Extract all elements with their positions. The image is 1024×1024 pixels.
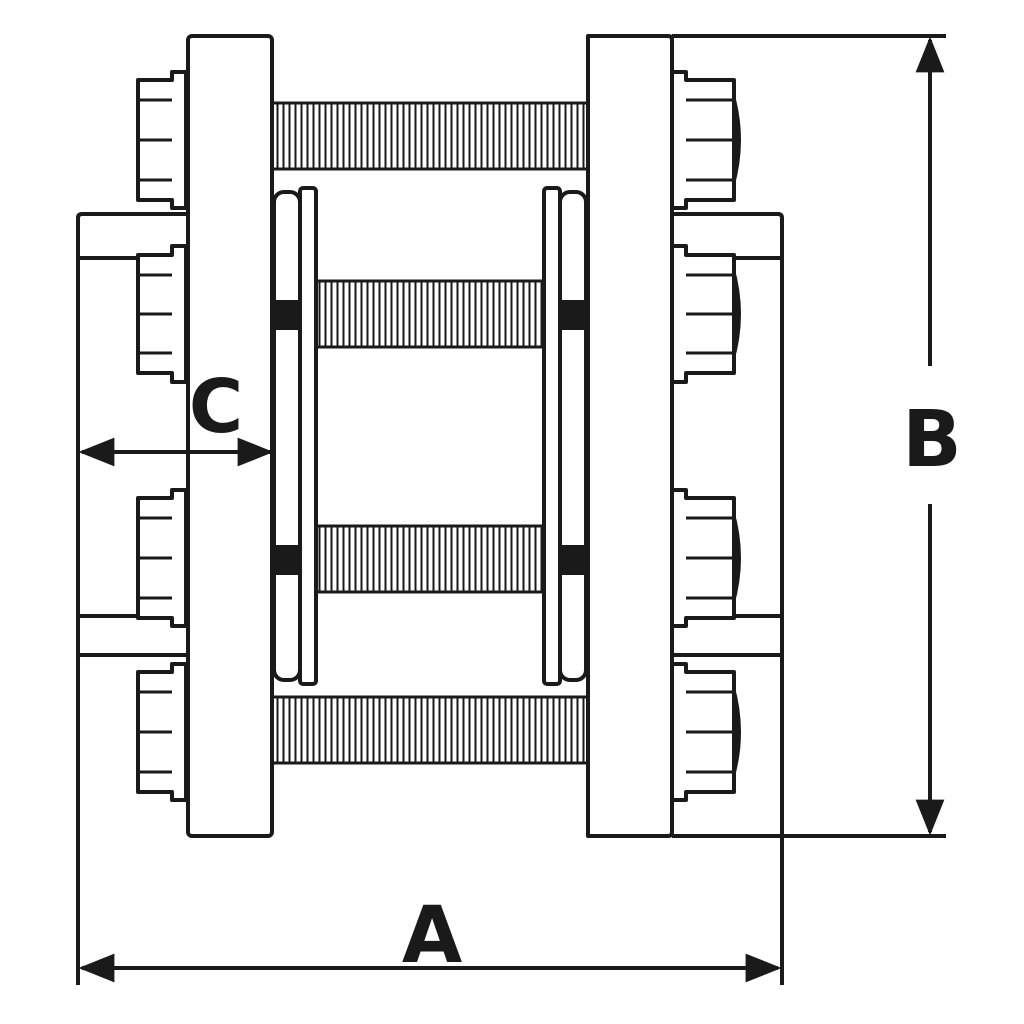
hex-bolt-head-left-2 <box>136 244 188 384</box>
threaded-rod-1 <box>268 101 590 171</box>
dimension-c-label: C <box>189 364 243 450</box>
right-flange <box>586 34 674 838</box>
hex-nut-right-3 <box>670 488 741 628</box>
threaded-rod-4 <box>268 695 590 765</box>
left-gasket-plate <box>272 190 302 682</box>
dimension-a-label: A <box>402 891 462 981</box>
hex-nut-right-1 <box>670 70 741 210</box>
hex-nut-right-4 <box>670 662 741 802</box>
dimension-b: B <box>672 34 962 838</box>
left-bolt-heads <box>136 70 188 802</box>
hex-bolt-head-left-3 <box>136 488 188 628</box>
dimension-b-label: B <box>902 395 961 485</box>
threaded-rod-3 <box>282 524 582 594</box>
dimension-c: C <box>78 364 274 467</box>
threaded-rods <box>268 101 590 765</box>
right-gasket-plate <box>558 190 588 682</box>
dimension-a: A <box>78 891 782 983</box>
threaded-rod-2 <box>282 279 582 349</box>
hex-bolt-head-left-4 <box>136 662 188 802</box>
right-nuts <box>670 70 741 802</box>
hex-bolt-head-left-1 <box>136 70 188 210</box>
hex-nut-right-2 <box>670 244 741 384</box>
inner-sleeves <box>270 186 590 686</box>
